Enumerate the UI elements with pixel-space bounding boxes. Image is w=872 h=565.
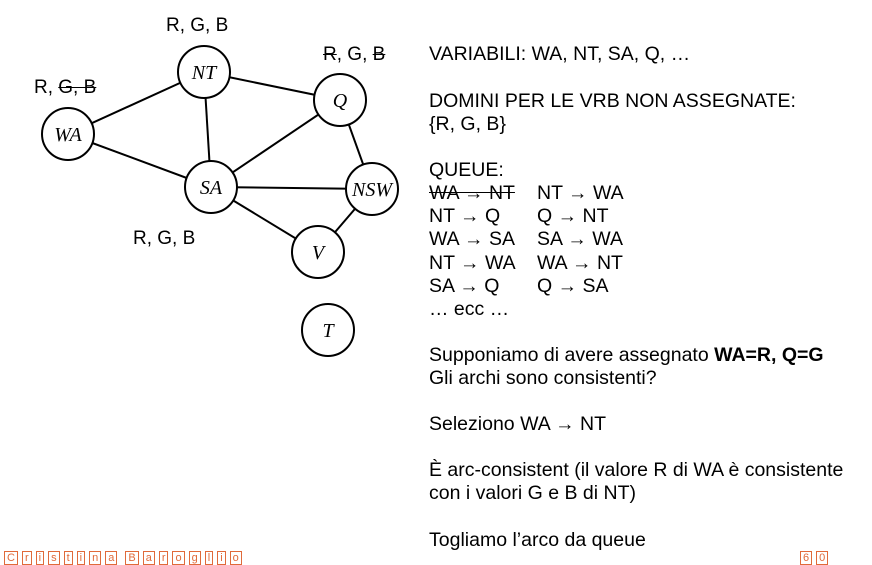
togliamo-line: Togliamo l’arco da queue [429,529,646,551]
node-circle [177,45,231,99]
queue-row: NT → Q Q → NT [429,205,609,228]
variabili-line: VARIABILI: WA, NT, SA, Q, … [429,43,691,65]
footer-letter: n [89,551,102,565]
domain-value: R, G, B [133,228,196,249]
supponiamo-prefix: Supponiamo di avere assegnato [429,344,715,366]
footer-letter: B [125,551,139,565]
queue-arc-reverse: WA → NT [537,251,623,274]
node-v: V [291,225,345,279]
queue-row: SA → Q Q → SA [429,275,609,298]
domini-title: DOMINI PER LE VRB NON ASSEGNATE: [429,90,796,112]
node-circle [41,107,95,161]
node-label: WA [54,124,82,146]
domain-value: R, [34,77,59,98]
footer-letter: a [142,551,155,565]
node-label: V [312,242,327,264]
node-label: NSW [351,179,394,201]
footer-letter: 0 [816,551,829,565]
queue-arc: NT → Q [429,205,501,228]
footer-letter: i [217,551,226,565]
footer-letter: C [4,551,18,565]
seleziono-line: Seleziono WA → NT [429,413,607,435]
domain-wa: R, G, B [34,77,96,99]
domain-q: R, G, B [323,44,385,66]
node-circle [313,73,367,127]
footer-letter: r [21,551,32,565]
footer-letter: g [188,551,201,565]
node-circle [301,303,355,357]
removed-value: G, B [58,77,97,98]
queue-row: WA → NT NT → WA [429,182,624,205]
queue-arc: WA → NT [429,182,515,204]
footer-letter: i [35,551,45,565]
node-wa: WA [41,107,95,161]
node-label: T [322,320,335,342]
domain-sa: R, G, B [133,228,195,250]
footer-letter: t [63,551,73,565]
removed-value: R [323,44,337,65]
queue-row: WA → SA SA → WA [429,228,623,251]
queue-arc-reverse: Q → SA [537,274,609,297]
node-label: NT [191,62,218,84]
domain-value: , G, [336,44,373,65]
queue-arc-reverse: SA → WA [537,228,623,251]
removed-value: B [372,44,386,65]
node-label: SA [200,177,223,199]
supponiamo-line: Supponiamo di avere assegnato WA=R, Q=G [429,344,824,367]
queue-arc: WA → SA [429,228,515,251]
node-circle [184,160,238,214]
queue-title: QUEUE: [429,159,504,181]
footer-letter: i [76,551,86,565]
node-label: Q [333,90,348,112]
domain-value: R, G, B [166,15,229,36]
queue-arc: SA → Q [429,274,500,297]
footer-letter: a [105,551,118,565]
node-sa: SA [184,160,238,214]
arc-line-1: È arc-consistent (il valore R di WA è co… [429,459,844,481]
queue-arc-reverse: NT → WA [537,182,624,204]
footer-letter: s [48,551,60,565]
queue-row: NT → WA WA → NT [429,252,623,275]
domain-nt: R, G, B [166,15,228,37]
arc-line-2: con i valori G e B di NT) [429,482,636,504]
node-nsw: NSW [345,162,399,216]
node-circle [345,162,399,216]
constraint-graph: WA NT Q SA NSW V T [41,45,399,357]
node-t: T [301,303,355,357]
footer-letter: o [229,551,242,565]
ecc-line: … ecc … [429,298,510,320]
node-q: Q [313,73,367,127]
node-nt: NT [177,45,231,99]
node-circle [291,225,345,279]
footer-letter: r [158,551,169,565]
queue-arc-reverse: Q → NT [537,205,609,228]
queue-arc: NT → WA [429,251,516,274]
footer-letter: l [204,551,214,565]
domini-values: {R, G, B} [429,113,506,135]
supponiamo-bold: WA=R, Q=G [714,344,824,366]
archi-line: Gli archi sono consistenti? [429,367,657,389]
footer-letter: 6 [800,551,813,565]
footer-letter: o [172,551,185,565]
